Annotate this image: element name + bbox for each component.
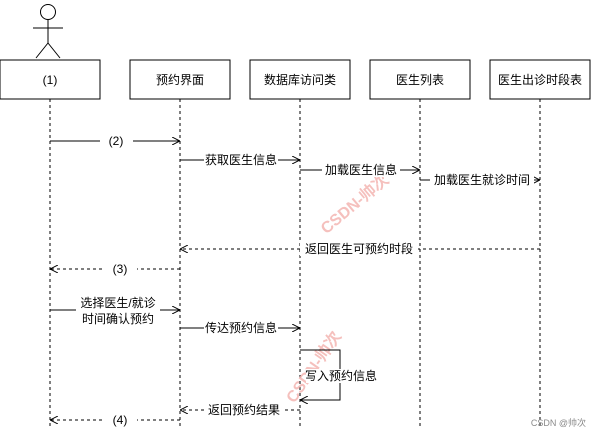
message-label: (3) [113, 262, 128, 276]
message-send-booking-info: 传达预约信息 [180, 320, 299, 335]
watermark-2: CSDN-帅次 [282, 328, 345, 407]
participant-label: (1) [43, 73, 58, 87]
message-label: 加载医生信息 [325, 162, 397, 177]
message-label-line-2: 时间确认预约 [82, 311, 154, 326]
message-3: (3) [51, 262, 180, 276]
message-label: 返回医生可预约时段 [305, 241, 413, 256]
message-label: (2) [109, 134, 124, 148]
actor-icon [33, 4, 63, 59]
message-2: (2) [50, 134, 179, 148]
message-label: 传达预约信息 [205, 320, 277, 335]
participant-doctor-list: 医生列表 [369, 59, 471, 100]
participant-label: 医生列表 [396, 73, 444, 87]
message-label: 加载医生就诊时间 [434, 173, 530, 187]
credit-label: CSDN @帅次 [531, 417, 586, 428]
message-label-line-1: 选择医生/就诊 [80, 296, 155, 310]
watermark-1: CSDN-帅次 [317, 170, 393, 238]
message-return-available-slots: 返回医生可预约时段 [181, 241, 540, 256]
message-get-doctor-info: 获取医生信息 [180, 152, 299, 167]
participant-label: 预约界面 [156, 72, 204, 87]
message-label: (4) [113, 413, 128, 427]
message-return-booking-result: 返回预约结果 [181, 402, 300, 417]
participant-booking-ui: 预约界面 [129, 59, 231, 100]
participant-doctor-schedule: 医生出诊时段表 [489, 59, 591, 100]
message-4: (4) [51, 413, 180, 427]
message-select-doctor-confirm: 选择医生/就诊 时间确认预约 [50, 296, 179, 326]
message-label: 获取医生信息 [205, 152, 277, 167]
message-load-doctor-schedule: 加载医生就诊时间 [420, 173, 539, 187]
message-load-doctor-info: 加载医生信息 [300, 162, 419, 177]
message-write-booking-info: 写入预约信息 [300, 349, 377, 400]
message-label: 写入预约信息 [305, 368, 377, 383]
participant-db-access: 数据库访问类 [249, 59, 351, 100]
participant-user: (1) [0, 59, 101, 100]
participant-label: 医生出诊时段表 [498, 72, 582, 87]
participant-label: 数据库访问类 [264, 72, 336, 87]
message-label: 返回预约结果 [208, 402, 280, 417]
